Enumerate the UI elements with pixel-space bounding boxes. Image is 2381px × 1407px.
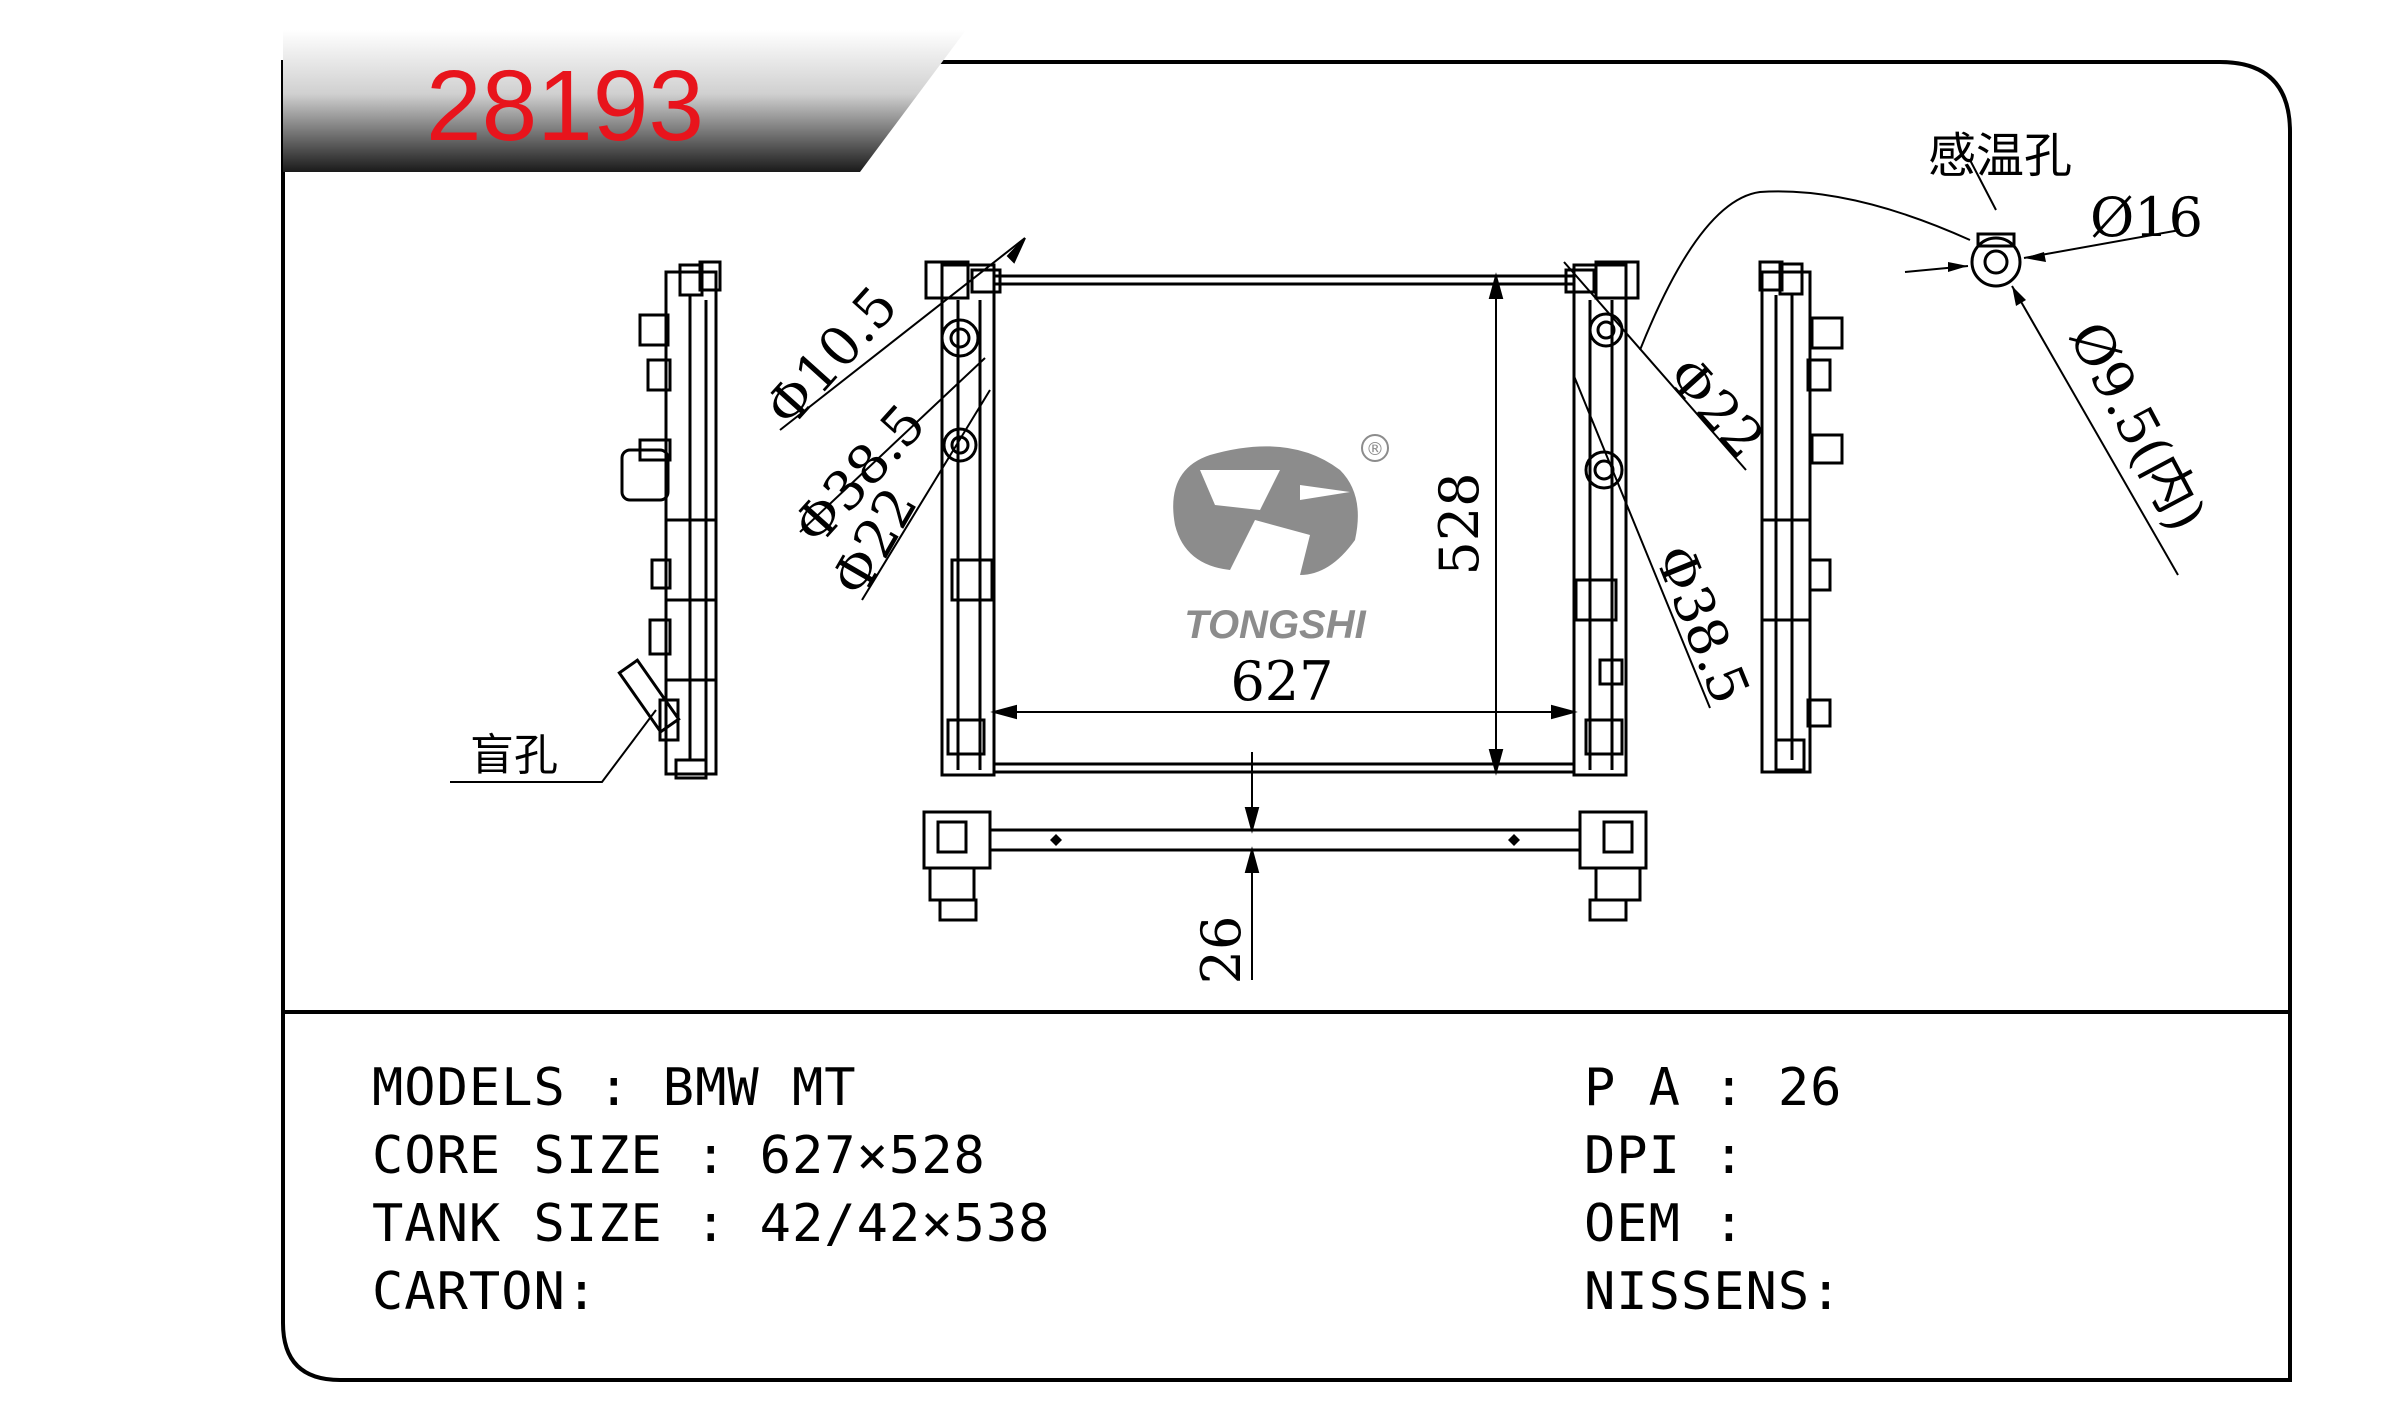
registered-mark-label: ® <box>1366 439 1384 460</box>
sensor-hole-label: 感温孔 <box>1928 128 2072 184</box>
bottom-view <box>922 810 1648 922</box>
dim-core-width <box>990 704 1578 720</box>
header-tab <box>283 30 966 172</box>
right-hole-2-label: Φ38.5 <box>1642 536 1762 712</box>
spec-core-size: CORE SIZE : 627×528 <box>372 1126 986 1186</box>
blind-hole-callout: 盲孔 <box>450 709 657 783</box>
dim-core-height-label: 528 <box>1428 472 1491 575</box>
spec-oem: OEM : <box>1584 1194 1746 1254</box>
spec-tank-size: TANK SIZE : 42/42×538 <box>372 1194 1051 1254</box>
front-view <box>924 260 1640 777</box>
dim-core-width-label: 627 <box>1230 650 1333 713</box>
spec-nissens: NISSENS: <box>1584 1262 1843 1322</box>
blind-hole-label: 盲孔 <box>470 730 558 781</box>
left-side-view <box>617 260 722 780</box>
dim-core-thickness-label: 26 <box>1190 916 1253 985</box>
dim-core-thickness <box>1244 752 1260 980</box>
spec-models: MODELS : BMW MT <box>372 1058 857 1118</box>
right-side-view <box>1758 260 1844 774</box>
right-hole-leaders <box>1563 261 1747 709</box>
spec-pa: P A : 26 <box>1584 1058 1843 1118</box>
right-hole-1-label: Φ22 <box>1654 345 1776 471</box>
bottom-view-marker-left <box>1050 834 1062 846</box>
sensor-hole-detail <box>1639 159 2181 576</box>
tongshi-logo: ® TONGSHI <box>1173 434 1389 647</box>
brand-name: TONGSHI <box>1184 603 1366 647</box>
part-number: 28193 <box>426 50 704 162</box>
dim-core-height <box>1450 272 1510 776</box>
spec-carton: CARTON: <box>372 1262 599 1322</box>
spec-dpi: DPI : <box>1584 1126 1746 1186</box>
left-hole-leaders <box>779 237 1026 601</box>
registered-mark <box>1361 434 1389 462</box>
bottom-view-marker-right <box>1508 834 1520 846</box>
sensor-inner-label: Ø9.5(内) <box>2057 312 2219 541</box>
sensor-outer-label: Ø16 <box>2090 186 2203 249</box>
drawing-frame <box>281 60 2292 1382</box>
